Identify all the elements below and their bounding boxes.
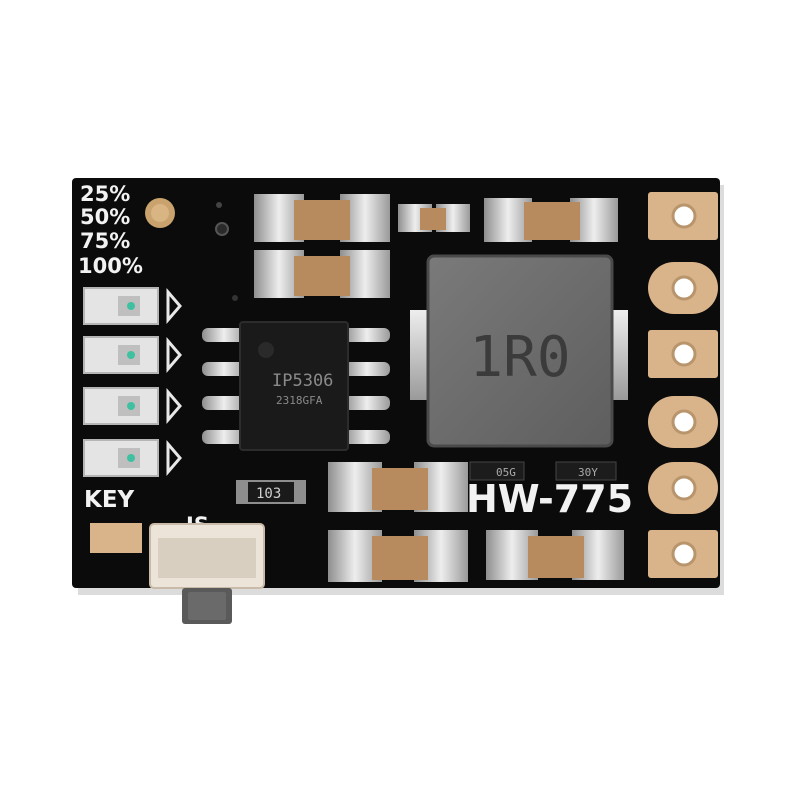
edge-pad-5 — [648, 462, 718, 514]
key-pad — [90, 523, 142, 553]
label-25: 25% — [80, 182, 130, 206]
label-75: 75% — [80, 229, 130, 253]
slide-switch[interactable] — [149, 523, 265, 624]
inductor-marking: 1R0 — [469, 325, 570, 390]
mark-right: 30Y — [578, 466, 598, 479]
edge-pad-6 — [648, 530, 718, 578]
edge-pad-1 — [648, 192, 718, 240]
edge-pad-3 — [648, 330, 718, 378]
capacitor-top-2 — [254, 250, 390, 298]
diode-left: 05G — [469, 461, 525, 481]
capacitor-top-3 — [484, 198, 618, 242]
ic-chip: IP5306 2318GFA — [202, 321, 390, 451]
label-50: 50% — [80, 205, 130, 229]
via-small — [216, 202, 222, 208]
led-1 — [83, 287, 182, 325]
diode-right: 30Y — [555, 461, 617, 481]
resistor: 103 — [236, 480, 306, 504]
via — [215, 222, 229, 236]
label-100: 100% — [78, 254, 143, 278]
edge-pad-2 — [648, 262, 718, 314]
led-3 — [83, 387, 182, 425]
test-pad-center — [151, 204, 169, 222]
chip-name: IP5306 — [272, 371, 333, 391]
capacitor-top-1 — [254, 194, 390, 242]
capacitor-bottom-2 — [328, 530, 468, 582]
led-2 — [83, 336, 182, 374]
via-small — [232, 295, 238, 301]
capacitor-small — [398, 204, 470, 232]
mark-left: 05G — [496, 466, 516, 479]
inductor: 1R0 — [410, 254, 628, 448]
led-4 — [83, 439, 182, 477]
capacitor-bottom-3 — [486, 530, 624, 580]
model-label: HW-775 — [466, 477, 633, 521]
resistor-marking: 103 — [256, 486, 281, 502]
edge-pad-4 — [648, 396, 718, 448]
capacitor-bottom-1 — [328, 462, 468, 512]
chip-code: 2318GFA — [276, 394, 323, 407]
label-key: KEY — [84, 487, 135, 513]
